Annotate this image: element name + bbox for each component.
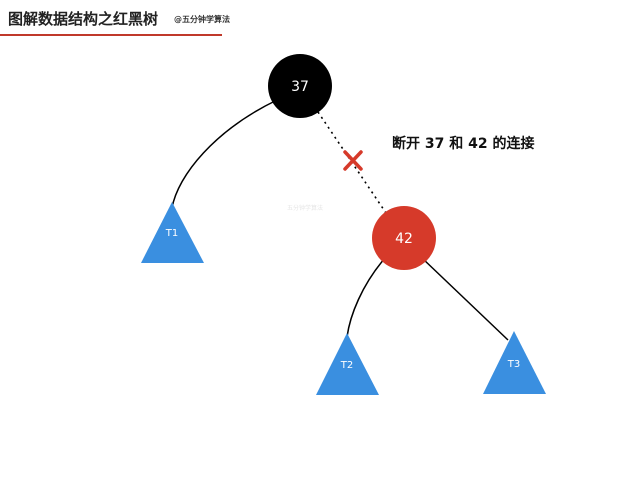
cut-annotation: 断开 37 和 42 的连接 [392,135,534,152]
node-42-label: 42 [395,231,413,247]
header: 图解数据结构之红黑树 @五分钟学算法 [0,0,230,40]
edge-42-t3 [421,257,509,341]
watermark: 五分钟学算法 [287,204,323,212]
page-title: 图解数据结构之红黑树 [8,10,159,28]
subtree-t1-label: T1 [165,228,178,239]
subtree-t1: T1 [141,202,204,263]
tree-node-42: 42 [372,206,436,270]
author-tag: @五分钟学算法 [174,15,230,24]
tree-node-37: 37 [268,54,332,118]
subtree-t2-label: T2 [340,360,353,371]
edge-37-t1 [171,99,278,209]
edge-42-t2 [346,257,386,338]
header-underline [0,34,222,36]
node-37-label: 37 [291,79,309,95]
subtree-t3-label: T3 [507,359,520,370]
subtree-t2: T2 [316,333,379,395]
cut-marker-icon [343,150,363,171]
subtree-t3: T3 [483,331,546,394]
